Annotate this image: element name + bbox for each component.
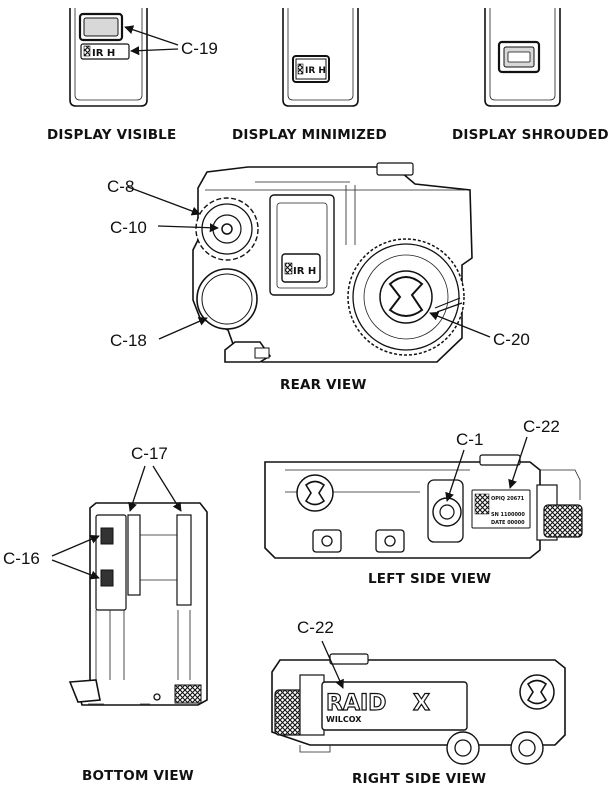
c16-leader-upper — [51, 535, 100, 557]
caption-rear-view: REAR VIEW — [280, 377, 367, 393]
left-sticker-line-1: OPIQ 20671 — [491, 496, 525, 502]
c20-leader — [429, 311, 491, 338]
c16-leader-lower — [51, 559, 100, 580]
caption-display-visible: DISPLAY VISIBLE — [47, 127, 176, 143]
rear-ir-label: IR H — [293, 266, 316, 277]
caption-display-shrouded: DISPLAY SHROUDED — [452, 127, 609, 143]
c10-leader — [157, 223, 219, 233]
caption-bottom-view: BOTTOM VIEW — [82, 768, 194, 784]
rear-view: IR H — [192, 162, 473, 363]
c22-right-leader — [321, 640, 344, 689]
left-sticker-line-3: SN 1100000 — [491, 512, 525, 518]
right-brand-x: X — [413, 691, 430, 716]
callout-c16: C-16 — [3, 549, 40, 568]
display-minimized-ir-label: IR H — [305, 66, 326, 76]
c8-leader — [127, 186, 201, 216]
c17-leader-left — [128, 465, 146, 512]
c19-leader-upper — [124, 25, 179, 46]
callout-c22-right: C-22 — [297, 618, 334, 637]
caption-right-side-view: RIGHT SIDE VIEW — [352, 771, 486, 787]
left-side-view: OPIQ 20671 SN 1100000 DATE 00000 — [264, 454, 583, 559]
callout-c17: C-17 — [131, 444, 168, 463]
caption-left-side-view: LEFT SIDE VIEW — [368, 571, 491, 587]
callout-c10: C-10 — [110, 218, 147, 237]
right-brand-raid: RAID — [326, 691, 386, 716]
caption-display-minimized: DISPLAY MINIMIZED — [232, 127, 387, 143]
right-brand-maker: WILCOX — [326, 715, 362, 724]
callout-c22-left: C-22 — [523, 417, 560, 436]
callout-c1: C-1 — [456, 430, 483, 449]
display-visible-ir-label: IR H — [92, 48, 115, 59]
display-visible-view: IR H — [69, 8, 148, 107]
callout-c8: C-8 — [107, 177, 134, 196]
c18-leader — [158, 317, 208, 340]
c1-leader — [445, 449, 465, 502]
right-side-view: RAID X WILCOX — [271, 653, 566, 765]
left-sticker-line-4: DATE 00000 — [491, 520, 525, 526]
display-shrouded-view — [484, 8, 561, 107]
display-minimized-view: IR H — [282, 8, 359, 107]
callout-c19: C-19 — [181, 39, 218, 58]
c19-leader-lower — [130, 46, 179, 56]
bottom-view — [68, 502, 208, 706]
c17-leader-right — [152, 465, 182, 512]
c22-left-leader — [508, 436, 528, 489]
callout-c20: C-20 — [493, 330, 530, 349]
callout-c18: C-18 — [110, 331, 147, 350]
